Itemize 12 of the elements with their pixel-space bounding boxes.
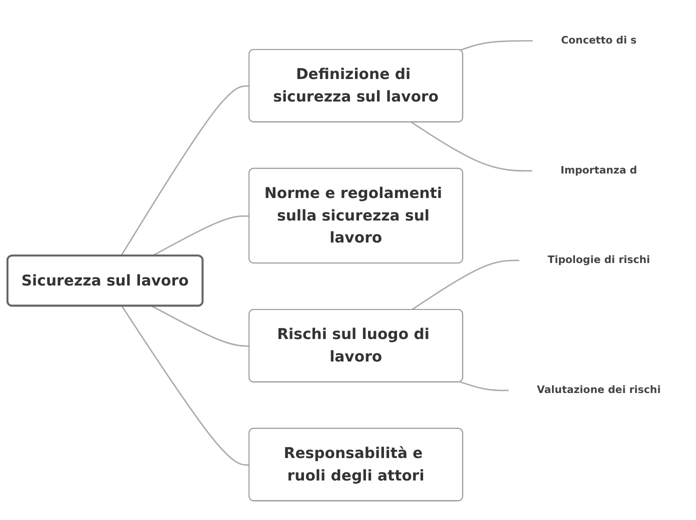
node-text: Tipologie di rischi: [548, 254, 650, 266]
connector: [460, 40, 534, 51]
connector: [121, 306, 250, 466]
node-text: Concetto di s: [561, 34, 637, 46]
connector: [411, 260, 520, 310]
connector: [120, 85, 250, 256]
connector: [152, 215, 250, 257]
connector: [152, 306, 250, 347]
node-text: Importanza d: [560, 164, 638, 176]
connector: [460, 381, 510, 392]
node-text: Valutazione dei rischi: [536, 384, 661, 396]
connector: [411, 122, 533, 172]
